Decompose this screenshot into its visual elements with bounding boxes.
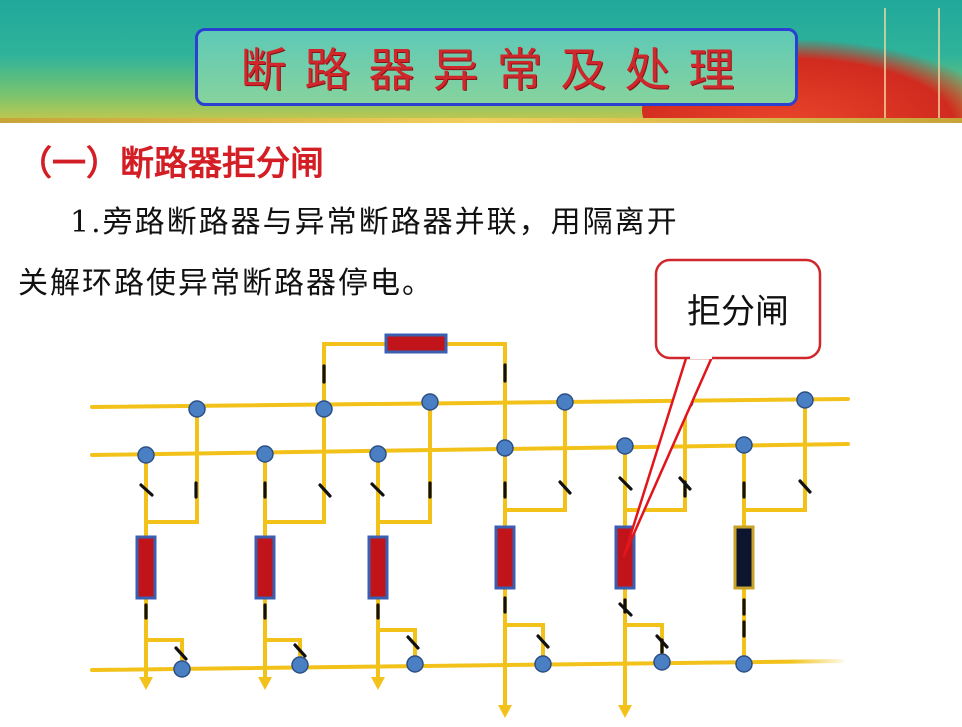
breaker-bay-4 xyxy=(494,525,516,590)
junction-nodes xyxy=(137,391,814,678)
callout-pointer xyxy=(622,350,714,558)
paragraph-line-1: 1.旁路断路器与异常断路器并联，用隔离开 xyxy=(70,197,679,241)
slide-title: 断路器异常及处理 xyxy=(240,43,753,97)
callout-label: 拒分闸 xyxy=(687,292,789,332)
busbar-main-2 xyxy=(90,442,850,457)
section-heading: （一）断路器拒分闸 xyxy=(18,144,324,184)
arrow-down-icon xyxy=(618,705,632,718)
disconnector-switches xyxy=(139,363,812,661)
bypass-breaker xyxy=(384,333,448,354)
power-tower-graphic xyxy=(938,8,940,118)
arrow-down-icon xyxy=(258,677,272,690)
title-box: 断路器异常及处理 xyxy=(195,28,798,106)
callout-refused-to-open: 拒分闸 xyxy=(622,258,822,558)
feeder-arrows xyxy=(139,677,632,718)
arrow-down-icon xyxy=(498,705,512,718)
paragraph-text-1: 旁路断路器与异常断路器并联，用隔离开 xyxy=(102,205,679,240)
breaker-bay-1 xyxy=(135,535,157,600)
arrow-down-icon xyxy=(371,677,385,690)
busbar-bypass xyxy=(90,659,844,672)
breaker-bay-3 xyxy=(367,535,389,600)
callout-box xyxy=(654,258,822,360)
header-divider xyxy=(0,118,962,123)
header-banner: 断路器异常及处理 xyxy=(0,0,962,123)
breaker-bay-2 xyxy=(254,535,276,600)
bypass-loop xyxy=(322,342,507,450)
breaker-bay-6 xyxy=(733,525,755,590)
arrow-down-icon xyxy=(139,677,153,690)
power-tower-graphic xyxy=(884,8,886,118)
busbar-main-1 xyxy=(90,397,850,409)
paragraph-line-2: 关解环路使异常断路器停电。 xyxy=(18,266,434,301)
paragraph-number: 1. xyxy=(70,205,103,240)
